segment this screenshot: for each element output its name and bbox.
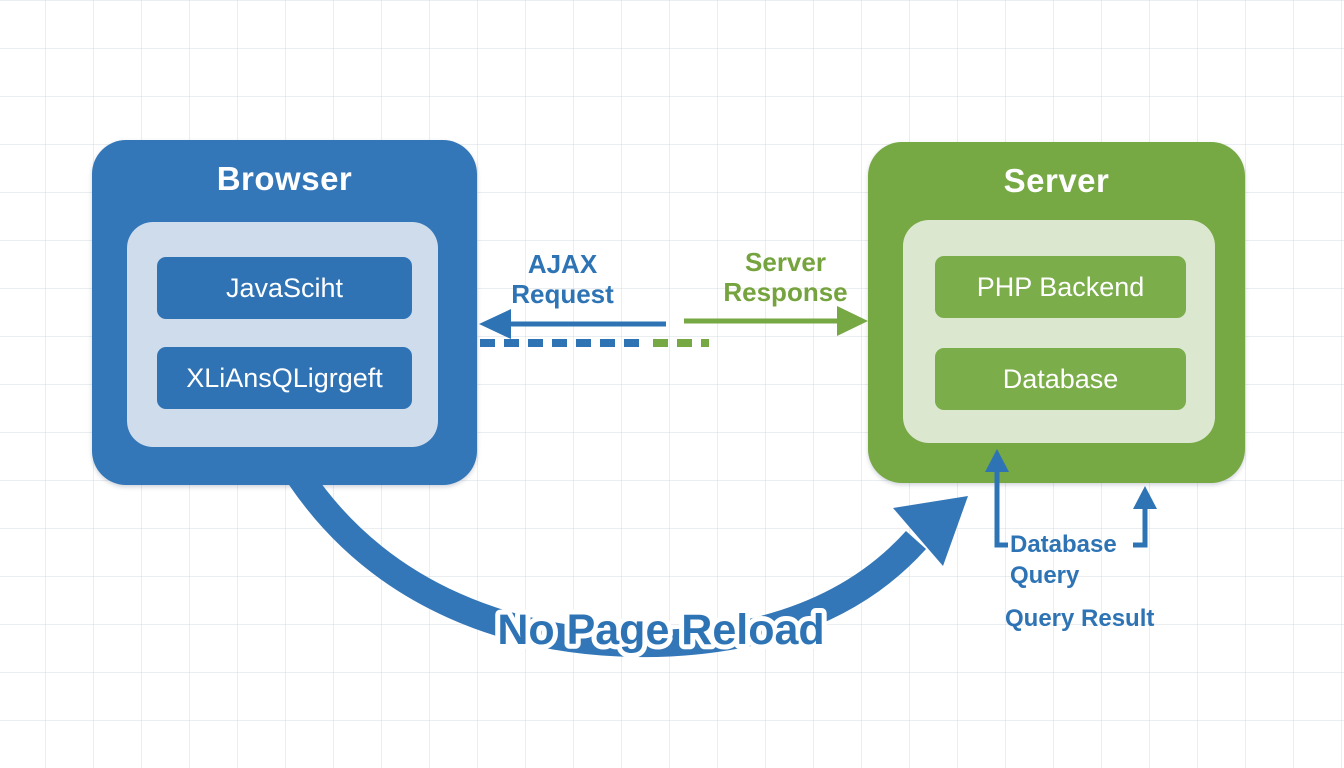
- database-query-label-line2: Query: [1010, 562, 1080, 589]
- browser-inner-panel: JavaSciht XLiAnsQLigrgeft: [127, 222, 438, 447]
- database-component-label: Database: [1002, 363, 1119, 394]
- database-query-label-line1: Database: [1010, 531, 1117, 558]
- server-box: Server PHP Backend Database: [868, 142, 1245, 483]
- server-response-arrow: [684, 306, 868, 336]
- ajax-request-label: AJAX Request: [490, 249, 635, 309]
- xmlhttprequest-component: XLiAnsQLigrgeft: [157, 347, 412, 409]
- server-inner-panel: PHP Backend Database: [903, 220, 1215, 443]
- ajax-request-label-line1: AJAX: [527, 249, 598, 279]
- browser-title: Browser: [216, 160, 353, 197]
- ajax-request-label-line2: Request: [511, 279, 614, 309]
- server-response-label-line2: Response: [723, 277, 848, 307]
- server-response-label: Server Response: [703, 247, 868, 307]
- server-response-label-line1: Server: [745, 247, 826, 277]
- xmlhttprequest-component-label: XLiAnsQLigrgeft: [186, 362, 383, 393]
- no-page-reload-label-outline: No Page Reload: [497, 606, 824, 654]
- query-result-arrow: [1133, 486, 1157, 548]
- database-component: Database: [935, 348, 1186, 410]
- database-query-label: Database Query: [1010, 529, 1140, 591]
- php-backend-component: PHP Backend: [935, 256, 1186, 318]
- javascript-component-label: JavaSciht: [225, 272, 344, 303]
- ajax-request-arrow: [479, 309, 666, 339]
- server-title: Server: [1003, 162, 1110, 199]
- no-page-reload-arrow: [288, 469, 968, 658]
- query-result-label-text: Query Result: [1005, 605, 1155, 632]
- php-backend-component-label: PHP Backend: [976, 271, 1145, 302]
- database-query-arrow: [985, 449, 1009, 548]
- javascript-component: JavaSciht: [157, 257, 412, 319]
- query-result-label: Query Result: [1005, 604, 1175, 634]
- browser-box: Browser JavaSciht XLiAnsQLigrgeft: [92, 140, 477, 485]
- no-page-reload-label: No Page Reload: [497, 606, 824, 654]
